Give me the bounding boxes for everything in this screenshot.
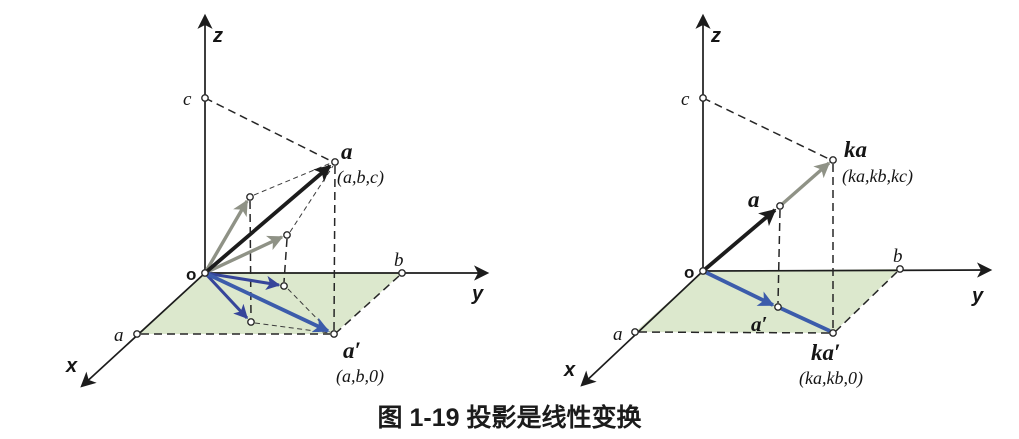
dash-parallelogram-gray2-a: [289, 165, 334, 233]
origin-label: o: [186, 265, 196, 284]
point-y-b: [896, 265, 904, 273]
dash-a-to-a-prime: [777, 209, 781, 304]
component-vector-2: [204, 235, 284, 275]
dash-c-to-a: [204, 97, 332, 162]
point-a-prime: [330, 330, 338, 338]
dash-b-to-a-prime: [336, 275, 400, 333]
x-axis: [580, 270, 704, 387]
vector-ka-coords: (ka,kb,kc): [842, 166, 913, 187]
point-x-a: [133, 330, 141, 338]
component-vector-1: [203, 199, 249, 274]
vector-a-label: a: [341, 139, 353, 164]
y-axis-label: y: [471, 283, 484, 305]
figure-caption: 图 1-19 投影是线性变换: [377, 404, 642, 432]
vector-ka-prime-label: ka′: [811, 340, 840, 365]
point-c: [699, 94, 707, 102]
vector-a-prime-label: a′: [343, 338, 361, 363]
y-axis: [702, 262, 993, 278]
diagram-canvas: z c a (a,b,c) o b y a x a′ (a,b,0): [65, 13, 993, 389]
b-tick-label: b: [893, 246, 903, 267]
z-axis-label: z: [212, 25, 223, 47]
vector-a-prime: [204, 271, 330, 333]
x-axis-label: x: [563, 359, 576, 381]
vector-a-prime-coords: (a,b,0): [336, 366, 384, 387]
point-blue1: [280, 282, 288, 290]
c-tick-label: c: [183, 89, 192, 110]
origin-label: o: [684, 263, 694, 282]
x-axis-label: x: [65, 355, 78, 377]
dash-c-to-ka: [702, 97, 830, 160]
vector-a: [203, 164, 332, 275]
vector-a-prime-label: a′: [751, 312, 767, 336]
vector-ka-label: ka: [844, 137, 867, 162]
vector-a-label: a: [748, 187, 760, 212]
projected-component-1: [204, 271, 281, 290]
y-axis-label: y: [971, 285, 984, 307]
right-figure-projection-of-scalar-multiple: z c ka (ka,kb,kc) a o b y a x a′ ka′ (ka…: [563, 13, 993, 389]
dash-a-to-a-prime: [333, 165, 336, 331]
point-x-a: [631, 328, 639, 336]
vector-a-coords: (a,b,c): [337, 167, 384, 188]
c-tick-label: c: [681, 89, 690, 110]
vector-ka-prime-coords: (ka,kb,0): [799, 368, 863, 389]
point-ka: [829, 156, 837, 164]
point-y-b: [398, 269, 406, 277]
projected-component-2: [203, 271, 249, 320]
vector-a-prime: [702, 269, 775, 307]
point-origin: [201, 269, 209, 277]
dash-parallelogram-gray1-a: [253, 162, 332, 196]
vector-ka-prime-extension: [777, 305, 831, 333]
dash-xa-to-ka-prime: [638, 331, 830, 334]
dash-gray1-to-blue2: [249, 200, 252, 319]
vector-ka-extension: [778, 161, 831, 208]
point-ka-prime: [829, 329, 837, 337]
z-axis-label: z: [710, 25, 721, 47]
point-origin: [699, 267, 707, 275]
point-gray2: [283, 231, 291, 239]
point-blue2: [247, 318, 255, 326]
x-axis: [80, 272, 206, 388]
b-tick-label: b: [394, 250, 404, 271]
dash-parallelogram-blue1-a-prime: [287, 288, 331, 333]
vector-a: [701, 208, 777, 273]
point-a-abc: [331, 158, 339, 166]
point-a: [776, 202, 784, 210]
point-gray1: [246, 193, 254, 201]
point-a-prime: [774, 303, 782, 311]
a-tick-label: a: [114, 325, 124, 346]
a-tick-label: a: [613, 324, 623, 345]
dash-b-to-ka-prime: [835, 271, 898, 332]
dash-gray2-to-blue1: [283, 238, 288, 283]
left-figure-projection-of-sum: z c a (a,b,c) o b y a x a′ (a,b,0): [65, 13, 490, 388]
point-c: [201, 94, 209, 102]
